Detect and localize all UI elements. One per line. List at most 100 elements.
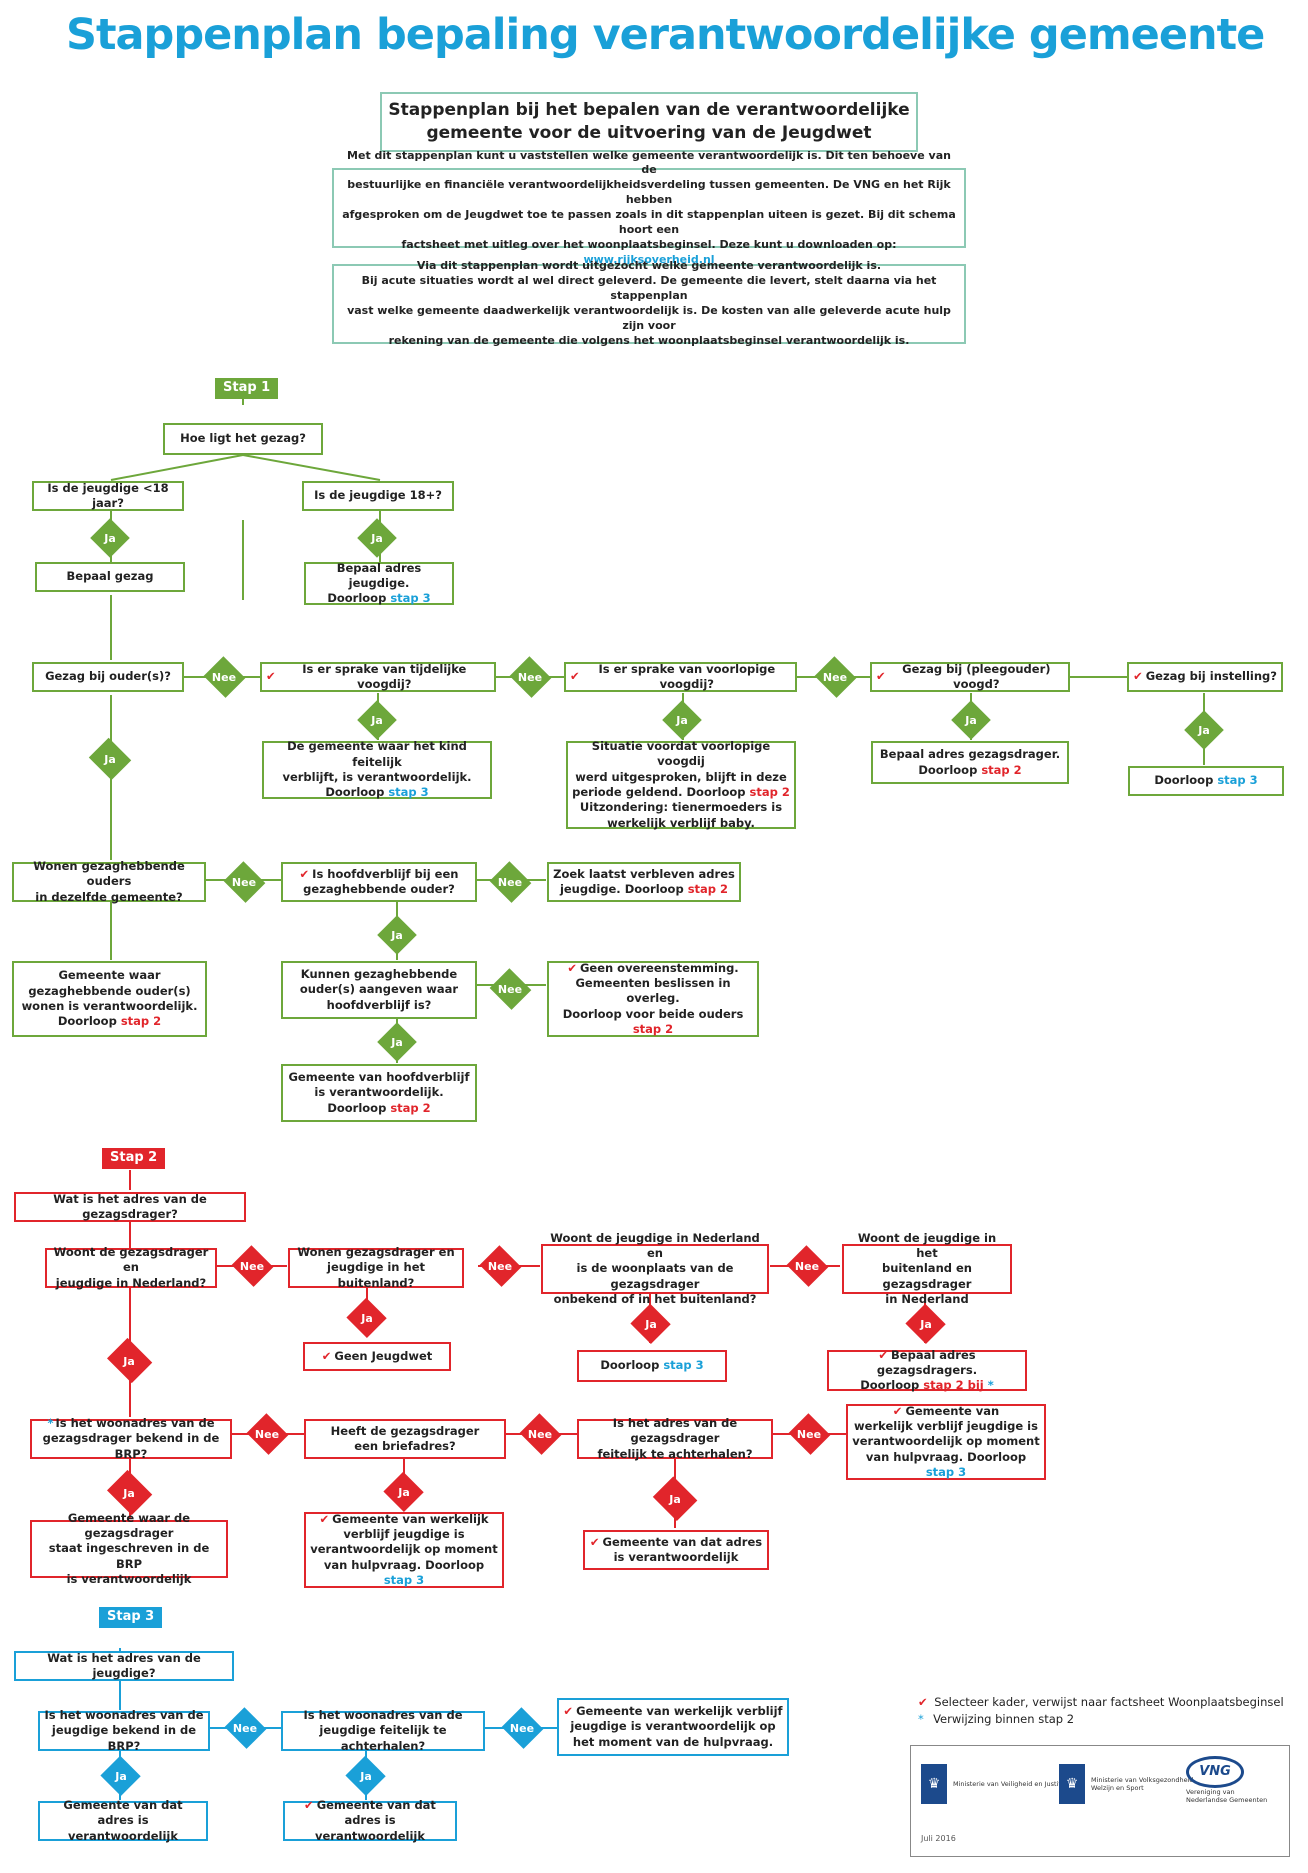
r-dat-adres-jeugdige[interactable]: Gemeente van dat adres is verantwoordeli… [38, 1798, 208, 1843]
logo-text: Ministerie van Volksgezondheid,Welzijn e… [1091, 1775, 1196, 1792]
text-line: een briefadres? [354, 1439, 456, 1453]
rijksoverheid-link[interactable]: www.rijksoverheid.nl [583, 252, 715, 266]
r-werkelijk-verblijf-jeugdige[interactable]: ✔Gemeente van werkelijk verblijf jeugdig… [557, 1698, 789, 1756]
nee-diamond: Nee [478, 1246, 522, 1286]
nee-diamond: Nee [813, 657, 857, 697]
q-nederland[interactable]: Woont de gezagsdrager en jeugdige in Ned… [45, 1245, 217, 1290]
q-zelfde-gemeente[interactable]: Wonen gezaghebbende ouders in dezelfde g… [12, 859, 206, 904]
r-zelfde-gemeente[interactable]: Gemeente waar gezaghebbende ouder(s) won… [12, 961, 207, 1037]
q-bekend-brp-jeugdige[interactable]: Is het woonadres van de jeugdige bekend … [38, 1708, 210, 1753]
q-feitelijk-jeugdige[interactable]: Is het woonadres van de jeugdige feiteli… [281, 1708, 485, 1753]
text-line: Gemeente van hoofdverblijf [288, 1070, 470, 1085]
text-line: onbekend of in het buitenland? [553, 1291, 757, 1306]
r-briefadres[interactable]: ✔Gemeente van werkelijk verblijf jeugdig… [304, 1512, 504, 1588]
r-pleeg[interactable]: Bepaal adres gezagsdrager. Doorloop stap… [871, 741, 1069, 784]
r-tijdelijk[interactable]: De gemeente waar het kind feitelijk verb… [262, 739, 492, 799]
stap2-flag: Stap 2 [102, 1148, 166, 1169]
q-voorlopige-voogdij[interactable]: ✔Is er sprake van voorlopige voogdij? [564, 662, 797, 692]
date-text: Juli 2016 [921, 1834, 956, 1843]
r-bepaal-gezagsdragers[interactable]: ✔Bepaal adres gezagsdragers. Doorloop st… [827, 1348, 1027, 1392]
text-line: Heeft de gezagsdrager [330, 1423, 480, 1438]
text-line: ✔Geen overeenstemming. [567, 960, 739, 975]
nee-diamond: Nee [223, 1708, 267, 1748]
text-line: verantwoordelijk op moment [852, 1434, 1040, 1449]
logo-vng: VNG Vereniging van Nederlandse Gemeenten [1186, 1756, 1267, 1805]
q-hoofdverblijf[interactable]: ✔Is hoofdverblijf bij een gezaghebbende … [281, 862, 477, 902]
text-line: ✔Gemeente van werkelijk verblijf [563, 1704, 783, 1719]
text-line: Uitzondering: tienermoeders is [579, 800, 783, 815]
q-briefadres[interactable]: Heeft de gezagsdrager een briefadres? [304, 1419, 506, 1459]
nee-diamond: Nee [785, 1246, 829, 1286]
ja-diamond: Ja [357, 518, 397, 558]
r-geen-overeenstemming[interactable]: ✔Geen overeenstemming. Gemeenten besliss… [547, 961, 759, 1037]
ja-diamond: Ja [905, 1304, 947, 1344]
q-gezag-ouders[interactable]: Gezag bij ouder(s)? [32, 662, 184, 692]
q-18-plus[interactable]: Is de jeugdige 18+? [302, 481, 454, 511]
header-line-1: Stappenplan bij het bepalen van de veran… [388, 100, 910, 121]
text-line: werkelijk verblijf jeugdige is [854, 1419, 1038, 1434]
text-line: werd uitgesproken, blijft in deze [575, 769, 787, 784]
ja-diamond: Ja [346, 1298, 388, 1338]
text-line: Gemeente waar de gezagsdrager [67, 1510, 191, 1541]
text-line: Wonen gezaghebbende ouders [33, 859, 185, 889]
q-woonplaats-onbekend[interactable]: Woont de jeugdige in Nederland en is de … [541, 1231, 769, 1306]
nee-diamond: Nee [500, 1708, 544, 1748]
ja-diamond: Ja [345, 1756, 387, 1796]
q-adres-gezagsdrager[interactable]: Wat is het adres van de gezagsdrager? [14, 1192, 246, 1222]
r-instelling[interactable]: Doorloop stap 3 [1128, 766, 1284, 796]
nee-diamond: Nee [787, 1414, 831, 1454]
nee-diamond: Nee [518, 1414, 562, 1454]
text-line: Woont de gezagsdrager en [53, 1245, 209, 1275]
text-line: verantwoordelijk op moment [310, 1542, 498, 1557]
q-bekend-brp[interactable]: *Is het woonadres van de gezagsdrager be… [30, 1416, 232, 1461]
ja-diamond: Ja [630, 1304, 672, 1344]
text-line: Gemeente waar [58, 968, 161, 983]
page-title: Stappenplan bepaling verantwoordelijke g… [66, 10, 1265, 60]
text-line: gezaghebbende ouder(s) [28, 983, 191, 998]
r-doorloop-stap3[interactable]: Doorloop stap 3 [577, 1350, 727, 1382]
ja-diamond: Ja [651, 1478, 699, 1520]
q-tijdelijke-voogdij[interactable]: ✔Is er sprake van tijdelijke voogdij? [260, 662, 496, 692]
text-line: stap 2 [632, 1021, 674, 1036]
bepaal-gezag[interactable]: Bepaal gezag [35, 562, 185, 592]
header-line-2: gemeente voor de uitvoering van de Jeugd… [426, 123, 872, 143]
text-line: jeugdige in Nederland? [55, 1275, 207, 1290]
q-buitenland[interactable]: Wonen gezagsdrager en jeugdige in het bu… [288, 1245, 464, 1290]
r-werkelijk-verblijf[interactable]: ✔Gemeente van werkelijk verblijf jeugdig… [846, 1404, 1046, 1480]
text-line: Bepaal adres jeugdige. [336, 560, 422, 590]
text-line: is verantwoordelijk. [314, 1085, 444, 1100]
q-feitelijk[interactable]: Is het adres van de gezagsdrager feiteli… [577, 1416, 773, 1461]
check-icon: ✔ [918, 1695, 928, 1709]
q-aangeven[interactable]: Kunnen gezaghebbende ouder(s) aangeven w… [281, 961, 477, 1019]
text-line: jeugdige is verantwoordelijk op [570, 1719, 776, 1734]
q-pleegouder-voogd[interactable]: ✔Gezag bij (pleegouder) voogd? [870, 662, 1070, 692]
r-hoofdverblijf[interactable]: Gemeente van hoofdverblijf is verantwoor… [281, 1064, 477, 1122]
q-jonger-18[interactable]: Is de jeugdige <18 jaar? [32, 481, 184, 511]
text-line: Doorloop stap 2 [327, 1100, 431, 1115]
text-line: Woont de jeugdige in Nederland en [550, 1230, 760, 1261]
stap1-flag: Stap 1 [215, 378, 279, 399]
r-dat-adres[interactable]: ✔Gemeente van dat adres is verantwoordel… [583, 1530, 769, 1570]
legend-asterisk: * Verwijzing binnen stap 2 [918, 1711, 1075, 1726]
bepaal-adres-jeugdige[interactable]: Bepaal adres jeugdige. Doorloop stap 3 [304, 560, 454, 605]
r-laatst-verbleven[interactable]: Zoek laatst verbleven adres jeugdige. Do… [547, 862, 741, 902]
r-voorlopig[interactable]: Situatie voordat voorlopige voogdij werd… [566, 739, 796, 830]
acute-line-3: vast welke gemeente daadwerkelijk verant… [347, 304, 951, 332]
q-instelling[interactable]: ✔Gezag bij instelling? [1127, 662, 1283, 692]
acute-line-1: Via dit stappenplan wordt uitgezocht wel… [416, 259, 882, 273]
ja-diamond: Ja [104, 1340, 154, 1382]
text-line: werkelijk verblijf baby. [607, 815, 755, 830]
text-line: Is het woonadres van de [303, 1708, 463, 1723]
text-line: verblijft, is verantwoordelijk. [282, 770, 472, 784]
q-hoe-ligt-gezag[interactable]: Hoe ligt het gezag? [163, 423, 323, 455]
text-line: Zoek laatst verbleven adres [553, 866, 735, 881]
q-adres-jeugdige[interactable]: Wat is het adres van de jeugdige? [14, 1651, 234, 1681]
text-line: het moment van de hulpvraag. [572, 1734, 774, 1749]
r-geen-jeugdwet[interactable]: ✔Geen Jeugdwet [303, 1342, 451, 1371]
q-gesplitst[interactable]: Woont de jeugdige in het buitenland en g… [842, 1231, 1012, 1306]
text-line: jeugdige. Doorloop stap 2 [559, 882, 729, 896]
r-dat-adres-feitelijk[interactable]: ✔Gemeente van dat adres is verantwoordel… [283, 1798, 457, 1843]
r-brp[interactable]: Gemeente waar de gezagsdrager staat inge… [30, 1511, 228, 1586]
text-line: Gemeenten beslissen in overleg. [575, 976, 731, 1006]
text-line: is verantwoordelijk [613, 1550, 739, 1564]
